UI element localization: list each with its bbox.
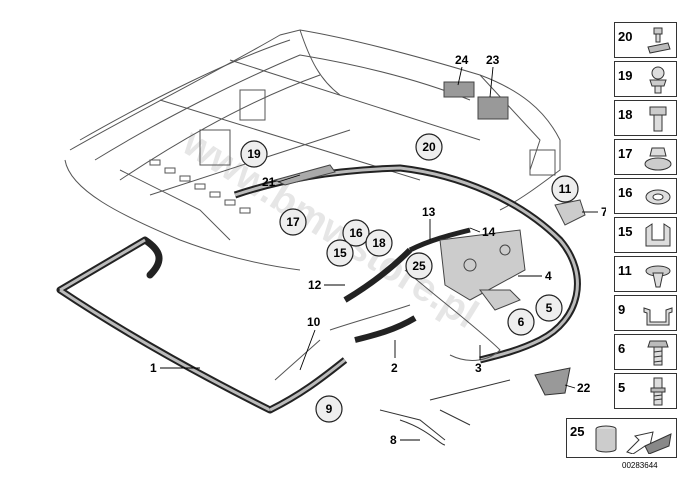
svg-text:5: 5 <box>546 301 553 315</box>
ball-stud-icon <box>649 66 667 94</box>
callout-circle-18: 18 <box>365 229 393 257</box>
stud-bolt-icon <box>650 377 666 406</box>
legend-item-15: 15 <box>614 217 677 253</box>
svg-text:7: 7 <box>601 205 606 219</box>
callout-circle-6: 6 <box>507 308 535 336</box>
expanding-rivet-icon <box>645 265 671 288</box>
callout-21: 21 <box>262 174 301 189</box>
callout-circle-17: 17 <box>279 208 307 236</box>
seal-12 <box>343 247 413 303</box>
callout-circle-19: 19 <box>240 140 268 168</box>
svg-text:2: 2 <box>391 361 398 375</box>
washer-icon <box>645 189 671 205</box>
legend-item-19: 19 <box>614 61 677 97</box>
legend-item-9: 9 <box>614 295 677 331</box>
headliner-pad-23 <box>477 96 509 120</box>
svg-text:9: 9 <box>326 402 333 416</box>
svg-text:20: 20 <box>422 140 436 154</box>
adhesive-can-icon <box>595 425 617 453</box>
svg-text:15: 15 <box>333 246 347 260</box>
legend-item-18: 18 <box>614 100 677 136</box>
svg-text:4: 4 <box>545 269 552 283</box>
legend-item-5: 5 <box>614 373 677 409</box>
callout-2: 2 <box>391 340 398 375</box>
hinge-mechanism <box>439 229 526 301</box>
svg-text:16: 16 <box>349 226 363 240</box>
seal-13 <box>408 227 471 253</box>
callout-7: 7 <box>582 205 606 219</box>
callout-23: 23 <box>486 53 500 98</box>
svg-text:17: 17 <box>286 215 300 229</box>
callout-1: 1 <box>150 361 200 375</box>
part-7 <box>554 199 586 226</box>
callout-14: 14 <box>469 225 496 239</box>
callout-circle-25: 25 <box>405 252 433 280</box>
legend-item-6: 6 <box>614 334 677 370</box>
callout-8: 8 <box>390 433 420 447</box>
plug-icon <box>649 106 667 132</box>
callout-circle-16: 16 <box>342 219 370 247</box>
headliner-pad-24 <box>443 81 475 98</box>
diagram-reference-number: 00283644 <box>622 461 658 470</box>
part-21 <box>273 164 336 186</box>
svg-text:18: 18 <box>372 236 386 250</box>
svg-text:13: 13 <box>422 205 436 219</box>
arrow-icon <box>626 431 672 454</box>
grommet-nut-icon <box>644 147 672 171</box>
callout-circle-20: 20 <box>415 133 443 161</box>
svg-text:1: 1 <box>150 361 157 375</box>
svg-text:8: 8 <box>390 433 397 447</box>
svg-text:23: 23 <box>486 53 500 67</box>
callout-circle-15: 15 <box>326 239 354 267</box>
svg-text:21: 21 <box>262 175 276 189</box>
svg-text:24: 24 <box>455 53 469 67</box>
svg-text:6: 6 <box>518 315 525 329</box>
legend-item-16: 16 <box>614 178 677 214</box>
callout-circle-11: 11 <box>551 175 579 203</box>
parts-legend: 20 19 18 17 16 1 <box>614 22 677 412</box>
callout-4: 4 <box>518 269 552 283</box>
parts-diagram: www.bmwstore.pl <box>56 29 606 447</box>
svg-text:25: 25 <box>412 259 426 273</box>
callout-22: 22 <box>564 381 591 395</box>
svg-text:11: 11 <box>559 182 572 196</box>
callout-24: 24 <box>455 53 469 86</box>
svg-text:10: 10 <box>307 315 321 329</box>
clamp-bracket-icon <box>643 307 673 326</box>
legend-item-17: 17 <box>614 139 677 175</box>
svg-text:3: 3 <box>475 361 482 375</box>
screw-clip-icon <box>647 27 671 54</box>
part-22 <box>534 367 571 396</box>
legend-item-20: 20 <box>614 22 677 58</box>
svg-text:22: 22 <box>577 381 591 395</box>
seal-1 <box>56 236 274 414</box>
callout-circle-5: 5 <box>535 294 563 322</box>
legend-item-11: 11 <box>614 256 677 292</box>
callout-3: 3 <box>475 345 482 375</box>
svg-text:14: 14 <box>482 225 496 239</box>
callout-13: 13 <box>422 205 436 240</box>
hex-bolt-icon <box>647 340 669 366</box>
callout-10: 10 <box>299 315 321 371</box>
roof-frame-drawing <box>64 29 561 271</box>
svg-text:19: 19 <box>247 147 261 161</box>
cable-8 <box>379 379 511 446</box>
svg-text:12: 12 <box>308 278 322 292</box>
bracket-plate-icon <box>645 223 671 247</box>
seal-2 <box>354 315 417 343</box>
callout-12: 12 <box>308 278 345 292</box>
legend-item-25: 25 <box>566 418 677 458</box>
callout-circle-9: 9 <box>315 395 343 423</box>
